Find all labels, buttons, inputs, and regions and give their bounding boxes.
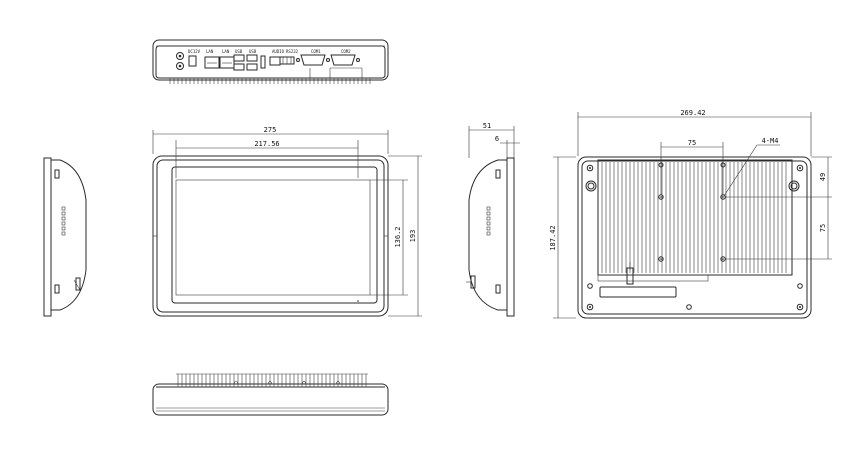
dim-side-bezel: 6 xyxy=(495,135,499,143)
port-label: LAN xyxy=(206,49,214,54)
dim-rear-width: 269.42 xyxy=(680,109,705,117)
dim-side-depth: 51 xyxy=(483,122,491,130)
rear-view: 269.42 75 4-M4 187.42 49 75 xyxy=(549,109,832,319)
left-side-view xyxy=(43,157,87,317)
dim-front-height: 193 xyxy=(409,230,417,243)
port-label: USB xyxy=(249,49,257,54)
dim-front-width: 275 xyxy=(264,126,277,134)
port-label: RS232 xyxy=(286,49,299,54)
port-label: DC12V xyxy=(188,49,201,54)
dim-rear-height: 187.42 xyxy=(549,225,557,250)
port-label: AUDIO xyxy=(272,49,285,54)
dim-front-active-width: 217.56 xyxy=(254,140,279,148)
port-label: LAN xyxy=(222,49,230,54)
dim-vesa-v: 75 xyxy=(819,224,827,232)
dim-front-active-height: 136.2 xyxy=(394,226,402,247)
right-side-view: 51 6 xyxy=(466,122,520,317)
dim-vesa-offset: 49 xyxy=(819,173,827,181)
callout-screw-spec: 4-M4 xyxy=(762,137,779,145)
bottom-view xyxy=(152,373,389,416)
port-label: COM2 xyxy=(341,49,351,54)
port-label: COM1 xyxy=(311,49,321,54)
dim-vesa-h: 75 xyxy=(688,139,696,147)
port-label: USB xyxy=(235,49,243,54)
front-view: 275 217.56 136.2 193 xyxy=(152,126,422,317)
